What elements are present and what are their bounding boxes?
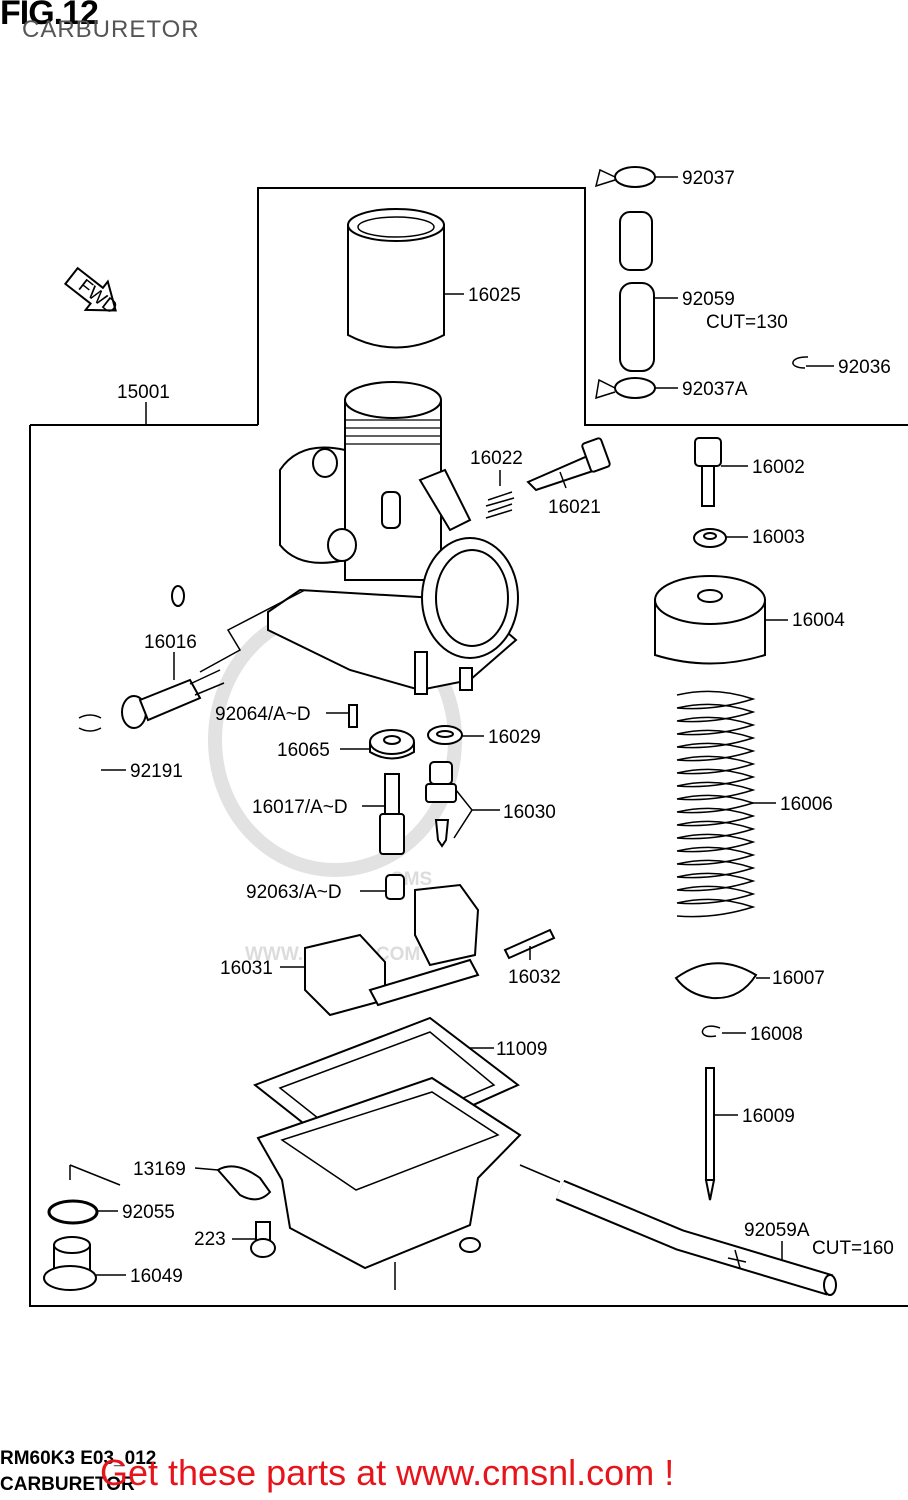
throttle-valve-16025	[347, 208, 464, 349]
label-16065: 16065	[277, 740, 330, 761]
label-16030: 16030	[503, 802, 556, 823]
clip-16008	[701, 1025, 746, 1038]
label-16006: 16006	[780, 794, 833, 815]
figure-subtitle: CARBURETOR	[22, 16, 200, 43]
nut-16003	[693, 528, 748, 548]
label-16007: 16007	[772, 968, 825, 989]
needle-16009	[704, 1067, 738, 1201]
hose-short	[619, 211, 653, 271]
clip-92036	[792, 356, 834, 369]
main-jet-92063	[360, 874, 405, 900]
label-92059a: 92059A	[744, 1220, 810, 1241]
label-16004: 16004	[792, 610, 845, 631]
leader-16016-to-body	[199, 589, 306, 673]
plate-16007	[674, 962, 770, 1000]
figure-number: FIG.12	[0, 0, 99, 32]
label-92055: 92055	[122, 1202, 175, 1223]
label-16009: 16009	[742, 1106, 795, 1127]
float-valve-16030	[425, 761, 500, 848]
label-16008: 16008	[750, 1024, 803, 1045]
label-92191: 92191	[130, 761, 183, 782]
float-16031	[280, 883, 480, 1017]
label-16016: 16016	[144, 632, 197, 653]
float-chamber	[256, 1076, 522, 1290]
hose-92059	[619, 282, 678, 372]
spring-16022	[485, 470, 515, 519]
screw-16021	[526, 437, 611, 492]
label-16025: 16025	[468, 285, 521, 306]
label-16049: 16049	[130, 1266, 183, 1287]
label-16029: 16029	[488, 727, 541, 748]
label-92059: 92059	[682, 289, 735, 310]
hose-92191	[78, 583, 185, 830]
label-13169: 13169	[133, 1159, 186, 1180]
label-15001: 15001	[117, 382, 170, 403]
cap-16004	[654, 575, 788, 665]
spring-16006	[676, 690, 776, 918]
oring-16029	[427, 725, 484, 745]
pin-16032	[503, 928, 556, 960]
needle-jet-16017	[362, 773, 405, 855]
label-16002: 16002	[752, 457, 805, 478]
label-92036: 92036	[838, 357, 891, 378]
screw-16016	[121, 652, 225, 729]
label-16021: 16021	[548, 497, 601, 518]
label-16032: 16032	[508, 967, 561, 988]
label-92063: 92063/A~D	[246, 882, 342, 903]
label-16017: 16017/A~D	[252, 797, 348, 818]
diagram-name: CARBURETOR	[0, 1474, 135, 1495]
promo-link[interactable]: Get these parts at www.cmsnl.com !	[100, 1452, 675, 1493]
label-11009: 11009	[496, 1039, 547, 1060]
screw-223	[232, 1221, 276, 1258]
label-92059-cut: CUT=130	[706, 312, 788, 333]
label-92037a: 92037A	[682, 379, 748, 400]
part-labels: 92037 16025 92059 CUT=130 92036 92037A 1…	[117, 168, 894, 1287]
clip-92037	[594, 166, 678, 188]
label-92059a-cut: CUT=160	[812, 1238, 894, 1259]
holder-16065	[340, 729, 415, 760]
label-92037: 92037	[682, 168, 735, 189]
diagram-code: RM60K3 E03_012	[0, 1448, 157, 1469]
oring-92055	[47, 1164, 121, 1225]
fwd-label: FWD	[74, 276, 121, 319]
label-92064: 92064/A~D	[215, 704, 311, 725]
plug-16049	[43, 1236, 126, 1291]
thread-lines	[345, 419, 441, 445]
clip-92037a	[595, 377, 678, 400]
assembly-boundary-path	[29, 187, 908, 1307]
label-223: 223	[194, 1229, 226, 1250]
jet-92064	[326, 704, 358, 728]
label-16003: 16003	[752, 527, 805, 548]
label-16031: 16031	[220, 958, 273, 979]
carburetor-body	[267, 381, 519, 695]
adjuster-16002	[694, 437, 748, 507]
label-16022: 16022	[470, 448, 523, 469]
fwd-arrow-icon: FWD	[63, 266, 121, 319]
hose-92059a	[519, 1164, 837, 1296]
plate-13169	[194, 1165, 272, 1201]
